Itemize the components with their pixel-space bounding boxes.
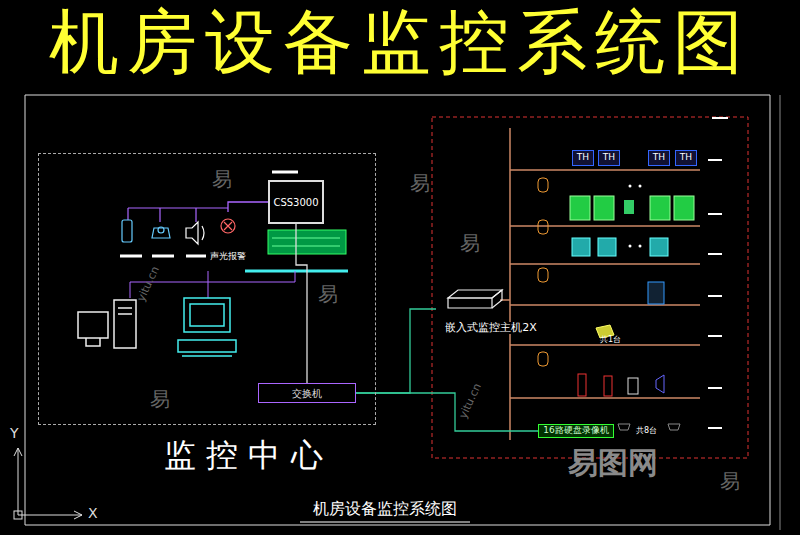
node-label: CSS3000 [273, 197, 318, 208]
server-lines [272, 238, 340, 246]
axis-label: X [88, 506, 98, 521]
connector [356, 309, 436, 393]
caption: 机房设备监控系统图 [300, 500, 470, 518]
watermark: 易 [410, 172, 430, 194]
title: 机房设备监控系统图 [0, 4, 800, 81]
watermark: yitu.cn [457, 382, 484, 421]
watermark: 易 [212, 168, 232, 190]
lan-bar [245, 270, 348, 273]
watermark: 易 [460, 232, 480, 254]
node-label: TH [653, 153, 665, 163]
node-label: 监 控 中 心 [164, 438, 323, 473]
io-modules [570, 185, 694, 221]
node-label: TH [680, 153, 692, 163]
field-region [432, 117, 748, 458]
field-bus [500, 128, 700, 440]
pc-left [78, 300, 136, 348]
network-switch: 交换机 [258, 383, 356, 403]
sensor-icons [538, 178, 548, 366]
server-unit [268, 230, 346, 254]
connector [296, 224, 307, 383]
alarm-icons [122, 219, 235, 244]
node-label: 16路硬盘录像机 [543, 426, 608, 436]
node-label: TH [603, 153, 615, 163]
pc-right [178, 298, 236, 356]
th-sensor: TH [675, 150, 697, 166]
connector [228, 202, 268, 212]
th-sensor: TH [572, 150, 594, 166]
node-label: 交换机 [292, 388, 322, 399]
embedded-host: 嵌入式监控主机2X [436, 284, 546, 334]
ruler-line [780, 95, 781, 530]
host-icon [448, 290, 502, 308]
node-label: 嵌入式监控主机2X [443, 322, 539, 334]
axis-label: Y [10, 426, 19, 441]
drawing-frame [25, 95, 770, 525]
count-note: 共8台 [636, 427, 657, 436]
workstation-monitor: CSS3000 [268, 180, 324, 224]
alarm-devices [578, 374, 664, 396]
row-marks [708, 118, 728, 428]
detector-icons [572, 238, 668, 256]
video-recorder: 16路硬盘录像机 [538, 424, 614, 438]
watermark: 易 [720, 470, 740, 492]
count-note: 共1台 [600, 336, 621, 345]
watermark: 易 [150, 388, 170, 410]
caption-underline [300, 522, 470, 523]
watermark: yitu.cn [135, 265, 162, 304]
th-sensor: TH [598, 150, 620, 166]
node-label: TH [577, 153, 589, 163]
meter-icon [648, 282, 664, 304]
th-sensor: TH [648, 150, 670, 166]
ucs-axes [14, 448, 82, 519]
node-label: 声光报警 [208, 252, 248, 262]
alarm-bus [128, 208, 228, 222]
watermark: 易图网 [568, 446, 658, 479]
sound-light-alarm: 声光报警 [204, 212, 252, 262]
connector [356, 393, 538, 431]
watermark: 易 [318, 283, 338, 305]
